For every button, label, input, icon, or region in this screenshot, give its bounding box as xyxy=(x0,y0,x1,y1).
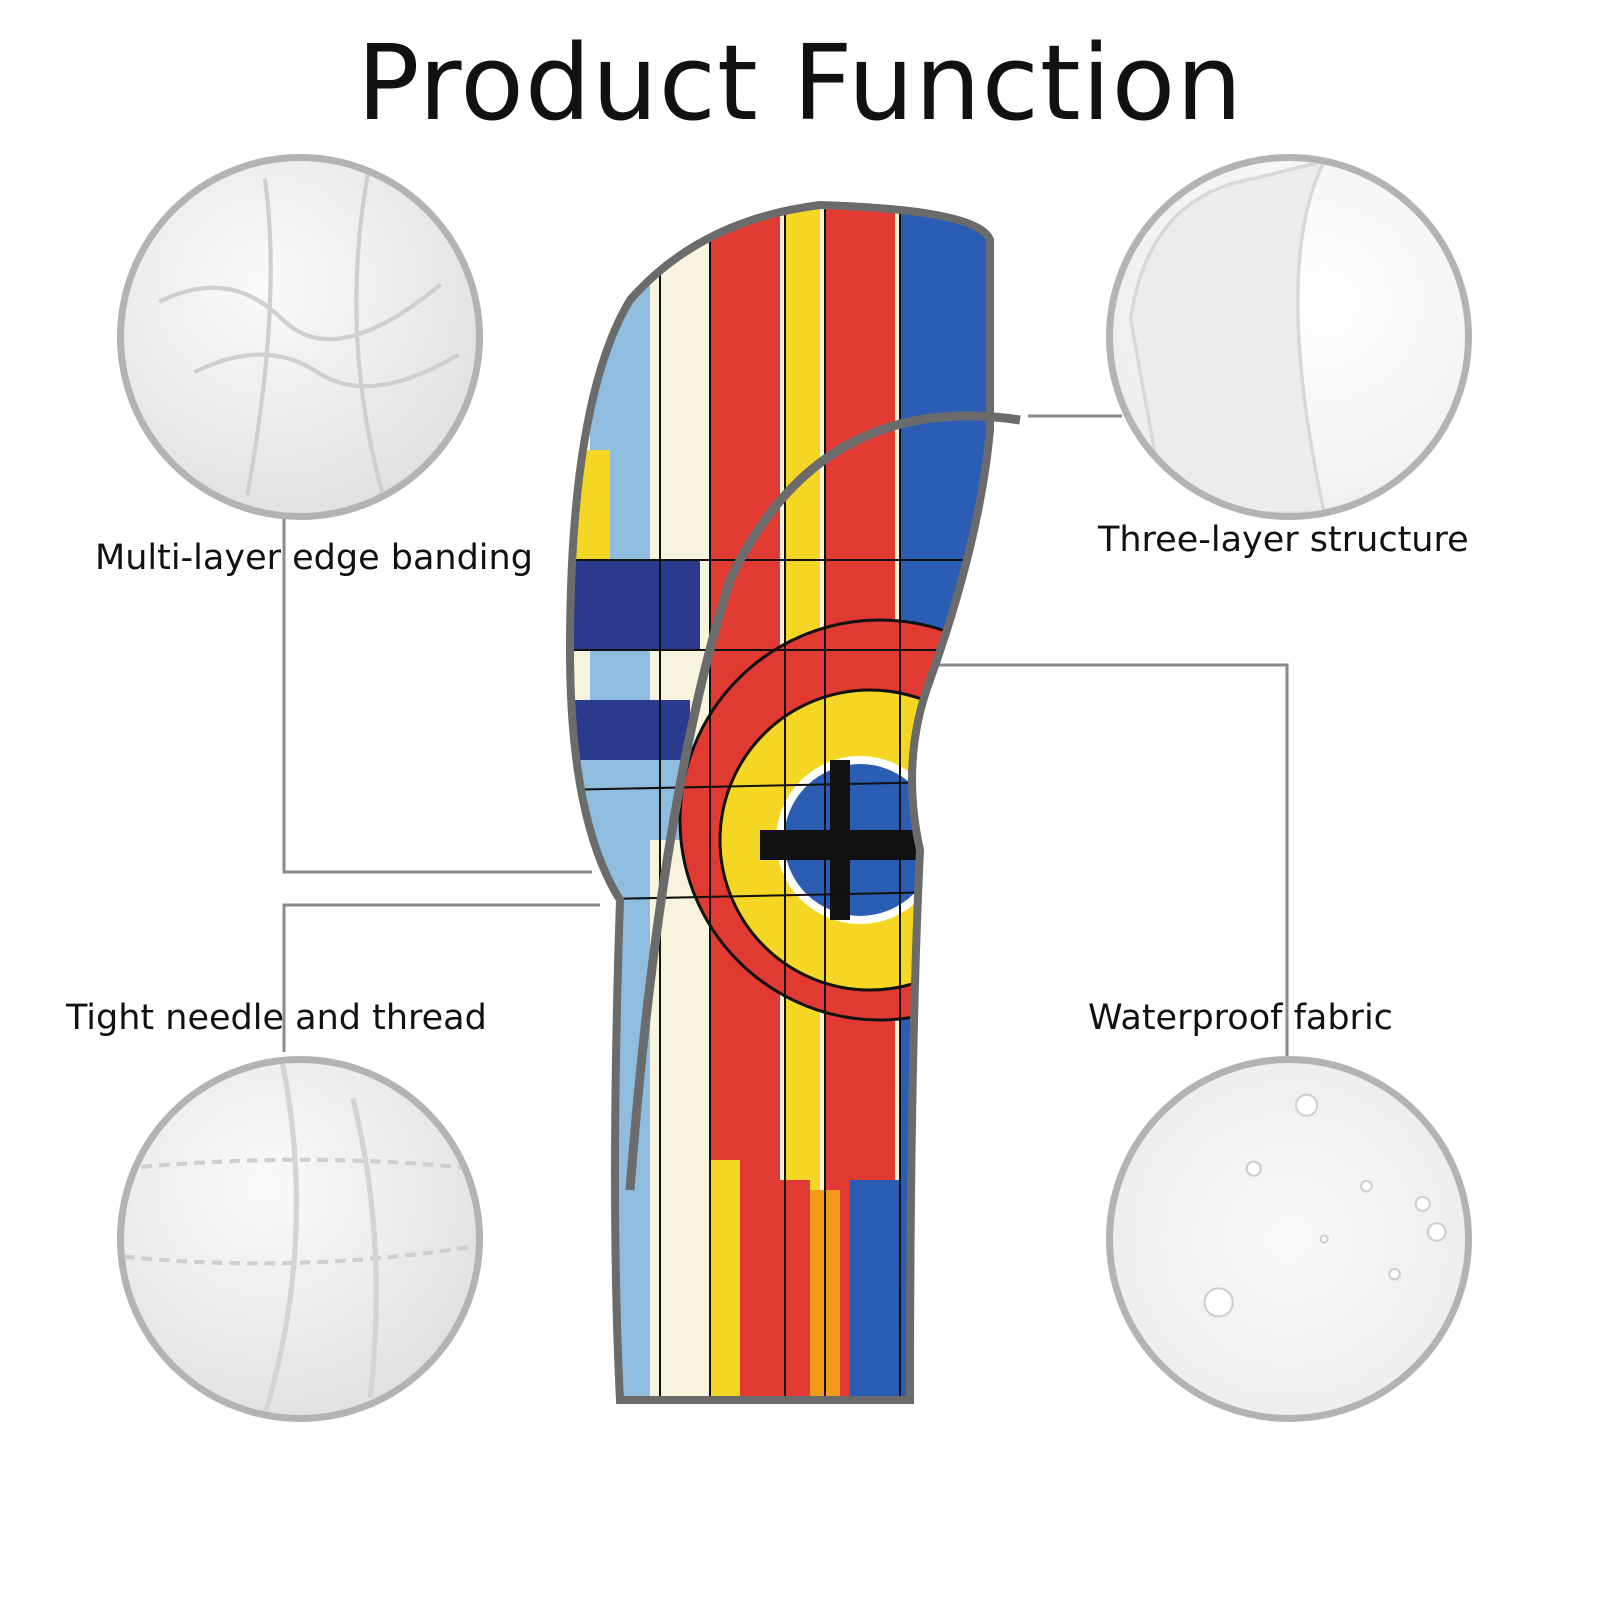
detail-circle-needle-thread xyxy=(117,1056,483,1422)
connector-edge-banding xyxy=(282,515,592,874)
feature-label-waterproof: Waterproof fabric xyxy=(1088,998,1393,1038)
connector-needle-thread xyxy=(282,903,600,1052)
detail-circle-waterproof xyxy=(1106,1056,1472,1422)
feature-label-three-layer: Three-layer structure xyxy=(1098,520,1469,560)
feature-label-edge-banding: Multi-layer edge banding xyxy=(95,538,533,578)
detail-circle-edge-banding xyxy=(117,154,483,520)
connector-waterproof xyxy=(900,663,1289,1056)
page-title: Product Function xyxy=(356,22,1244,144)
feature-label-needle-thread: Tight needle and thread xyxy=(66,998,487,1038)
golf-headcover-image xyxy=(565,200,1021,1404)
detail-circle-three-layer xyxy=(1106,154,1472,520)
